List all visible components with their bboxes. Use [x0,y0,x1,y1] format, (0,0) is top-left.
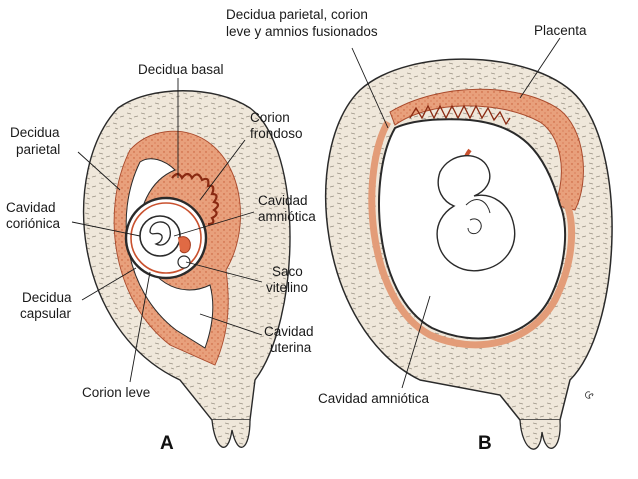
label-cavidad-amniotica-b: Cavidad amniótica [318,391,430,406]
label-cavidad-corionica-2: coriónica [6,216,61,231]
label-cavidad-amniotica-a-1: Cavidad [258,193,308,208]
label-corion-frondoso-2: frondoso [250,126,303,141]
label-decidua-capsular-2: capsular [20,306,72,321]
label-cavidad-uterina-2: uterina [270,340,312,355]
label-corion-frondoso-1: Corion [250,110,290,125]
label-decidua-parietal-1: Decidua [10,125,60,140]
label-decidua-fusion-2: leve y amnios fusionados [226,24,378,39]
label-cavidad-uterina-1: Cavidad [264,324,314,339]
label-placenta: Placenta [534,23,587,38]
label-decidua-basal: Decidua basal [138,62,224,77]
label-cavidad-amniotica-a-2: amniótica [258,209,316,224]
label-saco-vitelino-1: Saco [272,264,303,279]
label-decidua-parietal-2: parietal [16,142,60,157]
panel-letter-a: A [160,433,174,454]
yolk-sac-a [178,256,190,268]
label-cavidad-corionica-1: Cavidad [6,200,56,215]
panel-letter-b: B [478,433,492,454]
label-decidua-fusion-1: Decidua parietal, corion [226,7,368,22]
label-corion-leve: Corion leve [82,385,150,400]
label-saco-vitelino-2: vitelino [266,280,308,295]
label-decidua-capsular-1: Decidua [22,290,72,305]
